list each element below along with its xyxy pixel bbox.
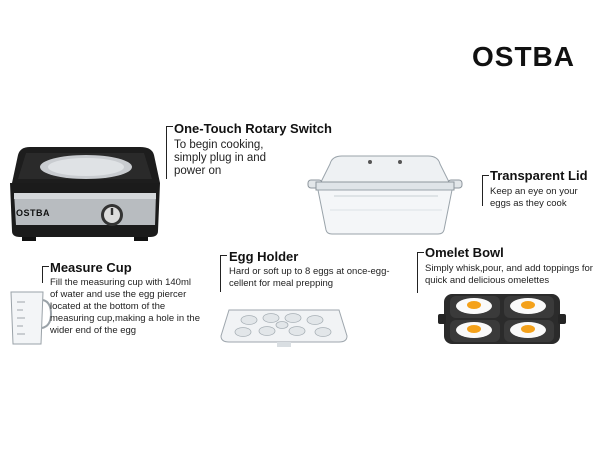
measure-cup-bracket <box>42 266 49 283</box>
measure-cup-description: Fill the measuring cup with 140ml of wat… <box>50 277 200 336</box>
rotary-switch-bracket <box>166 126 173 179</box>
egg-cooker-image <box>4 143 164 243</box>
rotary-switch-description: To begin cooking, simply plug in and pow… <box>174 139 267 177</box>
measure-cup-title: Measure Cup <box>50 260 132 275</box>
lid-description: Keep an eye on your eggs as they cook <box>490 186 578 209</box>
omelet-bowl-image <box>436 290 566 352</box>
lid-title: Transparent Lid <box>490 168 588 183</box>
rotary-switch-title: One-Touch Rotary Switch <box>174 121 332 136</box>
omelet-bowl-title: Omelet Bowl <box>425 245 504 260</box>
cooker-badge: OSTBA <box>16 208 50 218</box>
lid-bracket <box>482 175 489 206</box>
egg-holder-tray-image <box>219 306 349 350</box>
measure-cup-image <box>5 288 53 348</box>
brand-logo: OSTBA <box>472 40 582 72</box>
brand-logo-text: OSTBA <box>472 41 575 72</box>
omelet-bowl-description: Simply whisk,pour, and add toppings for … <box>425 263 593 286</box>
egg-holder-bracket <box>220 255 227 292</box>
lid-image <box>304 150 466 240</box>
egg-holder-description: Hard or soft up to 8 eggs at once-egg-ce… <box>229 266 390 289</box>
egg-holder-title: Egg Holder <box>229 249 299 264</box>
omelet-bowl-bracket <box>417 252 424 293</box>
